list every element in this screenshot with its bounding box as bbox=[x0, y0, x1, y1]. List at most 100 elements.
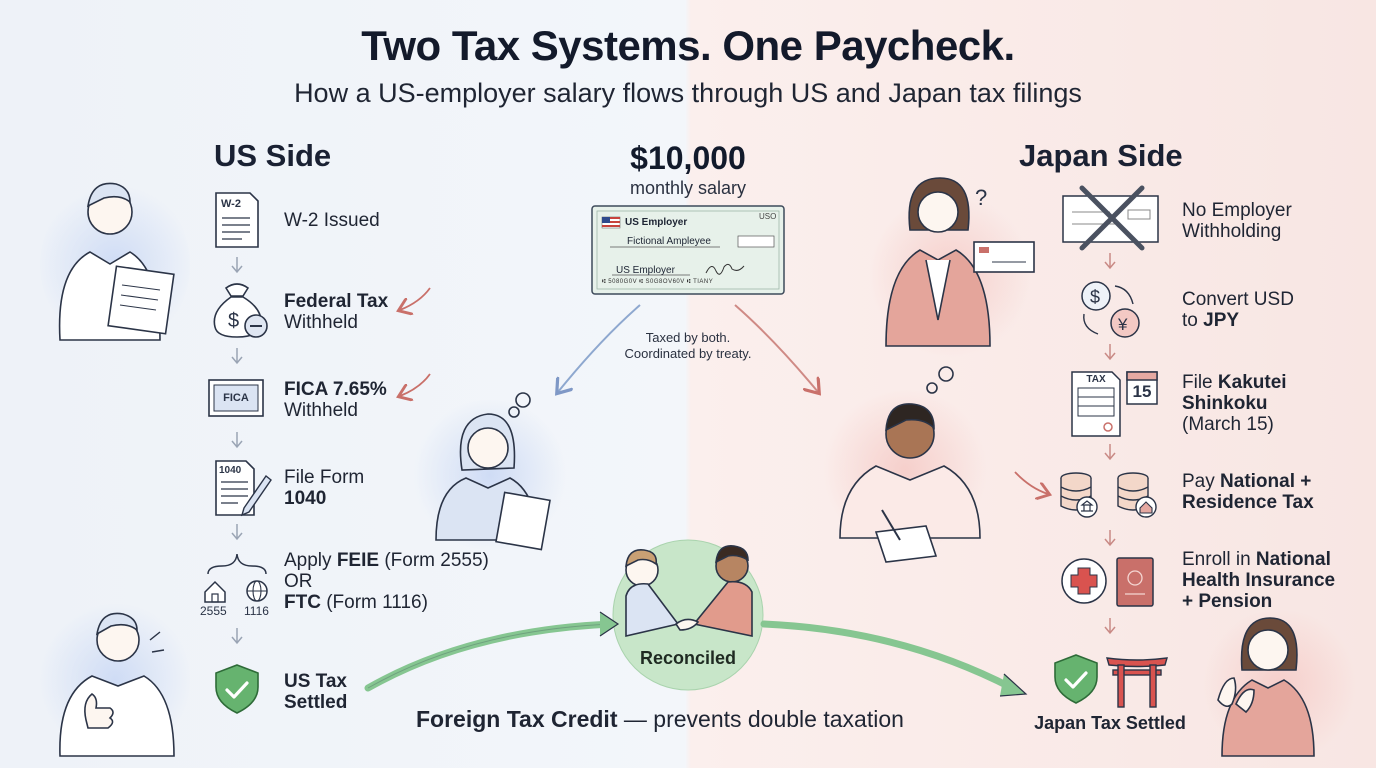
page-title: Two Tax Systems. One Paycheck. bbox=[361, 22, 1015, 69]
tax-icon-label: TAX bbox=[1086, 374, 1106, 385]
convert-a: Convert USD bbox=[1182, 289, 1294, 310]
jpy-label: JPY bbox=[1203, 310, 1240, 331]
jp-woman-clapping-illustration bbox=[1217, 617, 1315, 757]
check-memo: US Employer bbox=[616, 265, 675, 276]
jp-side-heading: Japan Side bbox=[1019, 138, 1183, 173]
step-federal-withheld: Federal Tax Withheld bbox=[284, 291, 388, 333]
reconciled-badge bbox=[612, 539, 764, 691]
ftc-summary-rest: — prevents double taxation bbox=[617, 706, 904, 732]
treaty-note: Taxed by both. Coordinated by treaty. bbox=[598, 330, 778, 362]
arrow-to-jp bbox=[734, 304, 818, 392]
federal-label-b: Withheld bbox=[284, 312, 358, 333]
file-date: (March 15) bbox=[1182, 414, 1274, 435]
convert-b-pre: to bbox=[1182, 310, 1204, 331]
step-no-withholding: No Employer Withholding bbox=[1182, 200, 1292, 242]
enroll-bold-b: Health Insurance bbox=[1182, 570, 1336, 591]
no-employer-b: Withholding bbox=[1182, 221, 1282, 242]
fica-icon-label: FICA bbox=[223, 392, 249, 404]
coin-stack-residence-icon bbox=[1117, 472, 1157, 518]
jp-woman-with-check-illustration: ? bbox=[885, 177, 1035, 347]
globe-icon bbox=[246, 580, 268, 602]
form-1116-label: 1116 bbox=[244, 604, 269, 618]
green-arrowhead-1 bbox=[599, 611, 620, 637]
us-woman-thinking-illustration bbox=[435, 392, 551, 551]
ftc-post: (Form 1116) bbox=[320, 592, 428, 613]
apply-post: (Form 2555) bbox=[379, 550, 489, 571]
jp-flow-arrows bbox=[1104, 253, 1116, 635]
fica-card-icon bbox=[208, 379, 264, 417]
check-payee: Fictional Ampleyee bbox=[627, 236, 711, 247]
us-flag-icon bbox=[601, 216, 621, 229]
fica-label-a: FICA 7.65% bbox=[284, 379, 387, 400]
ftc-summary: Foreign Tax Credit — prevents double tax… bbox=[416, 706, 904, 733]
reconciled-label: Reconciled bbox=[639, 648, 737, 668]
paycheck-illustration bbox=[591, 205, 785, 295]
form-1040-icon bbox=[215, 460, 272, 517]
shinkoku-label: Shinkoku bbox=[1182, 393, 1268, 414]
svg-text:?: ? bbox=[975, 185, 987, 210]
fica-withheld-arrow bbox=[400, 373, 431, 396]
enroll-bold-c: + Pension bbox=[1182, 591, 1273, 612]
check-micr: ⑆ 5080G0V ⑆ S0G8OV60V ⑆ TIANY bbox=[602, 279, 714, 285]
us-flow-arrows bbox=[231, 257, 243, 645]
choice-brace bbox=[207, 553, 267, 575]
step-file-kakutei: File Kakutei Shinkoku (March 15) bbox=[1182, 372, 1287, 435]
torii-gate-icon bbox=[1106, 657, 1168, 708]
enroll-pre: Enroll in bbox=[1182, 549, 1256, 570]
salary-label: monthly salary bbox=[629, 178, 747, 198]
health-insurance-icon bbox=[1061, 558, 1107, 604]
salary-amount: $10,000 bbox=[630, 140, 746, 176]
tax-form-icon bbox=[1071, 371, 1121, 437]
coin-stack-national-icon bbox=[1060, 472, 1098, 518]
ftc-label: FTC bbox=[284, 592, 321, 613]
us-settled-b: Settled bbox=[284, 692, 348, 713]
step-apply-feie-ftc: Apply FEIE (Form 2555) OR FTC (Form 1116… bbox=[284, 550, 489, 613]
jp-shield-check-icon bbox=[1054, 654, 1098, 704]
pay-bold-b: Residence Tax bbox=[1182, 492, 1314, 513]
pay-bold-a: National + bbox=[1220, 471, 1312, 492]
money-bag-icon: $ bbox=[213, 283, 268, 338]
w2-document-icon bbox=[215, 192, 259, 248]
check-corner: USO bbox=[759, 212, 777, 221]
fica-label-b: Withheld bbox=[284, 400, 358, 421]
page-subtitle: How a US-employer salary flows through U… bbox=[294, 78, 1082, 108]
us-side-heading: US Side bbox=[214, 138, 332, 173]
green-arrow-us-to-reconciled bbox=[364, 620, 616, 692]
file-pre: File bbox=[1182, 372, 1218, 393]
green-arrowhead-2 bbox=[999, 673, 1028, 697]
step-convert-usd: Convert USD to JPY bbox=[1182, 289, 1294, 331]
svg-text:$: $ bbox=[228, 310, 239, 332]
pension-book-icon bbox=[1116, 557, 1154, 607]
currency-convert-icon: $ ¥ bbox=[1081, 281, 1140, 338]
calendar-icon-label: 15 bbox=[1132, 382, 1152, 401]
svg-text:¥: ¥ bbox=[1117, 315, 1128, 334]
step-us-settled: US Tax Settled bbox=[284, 671, 347, 713]
us-settled-a: US Tax bbox=[284, 671, 348, 692]
kakutei-label: Kakutei bbox=[1217, 372, 1287, 393]
federal-withheld-arrow bbox=[400, 287, 431, 310]
pay-tax-arrow bbox=[1014, 471, 1048, 494]
us-man-reading-illustration bbox=[58, 182, 175, 341]
apply-pre: Apply bbox=[284, 550, 337, 571]
us-man-thumbs-up-illustration bbox=[59, 612, 175, 757]
crossed-out-check-icon bbox=[1062, 185, 1159, 251]
step-fica-withheld: FICA 7.65% Withheld bbox=[284, 379, 387, 421]
apply-or: OR bbox=[284, 571, 313, 592]
step-pay-tax: Pay National + Residence Tax bbox=[1182, 471, 1314, 513]
step-jp-settled: Japan Tax Settled bbox=[1034, 713, 1186, 733]
jp-man-signing-illustration bbox=[839, 366, 981, 563]
svg-text:$: $ bbox=[1090, 287, 1100, 307]
treaty-note-line1: Taxed by both. bbox=[645, 330, 731, 345]
house-icon bbox=[204, 580, 226, 603]
step-enroll-insurance: Enroll in National Health Insurance + Pe… bbox=[1182, 549, 1335, 612]
ftc-summary-bold: Foreign Tax Credit bbox=[416, 706, 618, 732]
form-label-b: 1040 bbox=[284, 488, 327, 509]
w2-icon-label: W-2 bbox=[221, 198, 241, 210]
enroll-bold-a: National bbox=[1255, 549, 1331, 570]
arrow-to-us bbox=[558, 304, 641, 392]
green-arrow-reconciled-to-jp bbox=[760, 620, 1016, 692]
pay-pre: Pay bbox=[1182, 471, 1221, 492]
us-shield-check-icon bbox=[215, 664, 259, 714]
step-w2-issued: W-2 Issued bbox=[284, 210, 380, 231]
